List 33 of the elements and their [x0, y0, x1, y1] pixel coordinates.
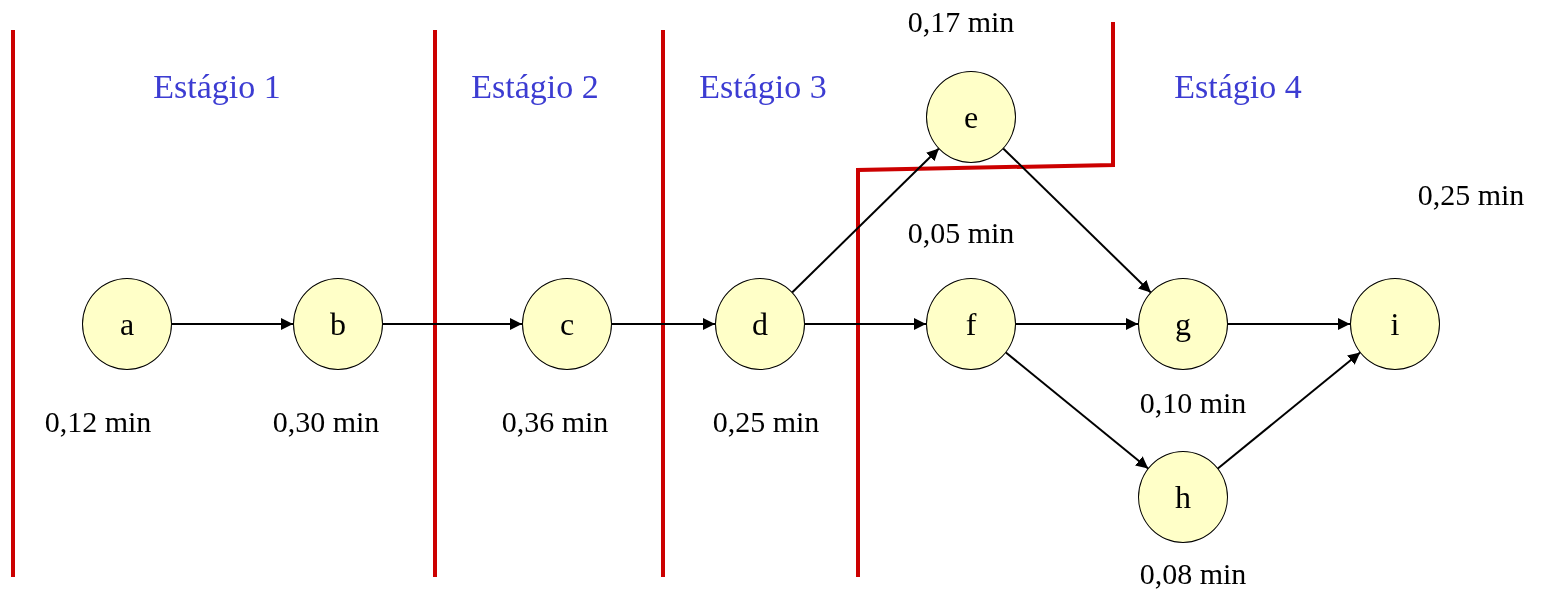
stage-label: Estágio 1: [153, 70, 281, 104]
duration-label: 0,25 min: [1417, 180, 1525, 210]
stage-label: Estágio 2: [471, 70, 599, 104]
arrow: [1004, 351, 1150, 470]
node-label: d: [752, 308, 768, 340]
arrow: [1002, 147, 1152, 294]
node-label: a: [119, 308, 135, 340]
arrow: [1227, 318, 1351, 330]
arrow: [382, 318, 523, 330]
duration-label: 0,08 min: [1139, 559, 1247, 589]
duration-label: 0,25 min: [712, 407, 820, 437]
duration-label: 0,05 min: [907, 218, 1015, 248]
process-circle: [926, 71, 1016, 163]
node-label: g: [1175, 308, 1191, 340]
duration-label: 0,12 min: [44, 407, 152, 437]
arrow: [611, 318, 716, 330]
duration-label: 0,30 min: [272, 407, 380, 437]
arrow: [1216, 351, 1362, 470]
node-label: i: [1390, 308, 1400, 340]
duration-label: 0,10 min: [1139, 388, 1247, 418]
arrow: [804, 318, 927, 330]
arrow: [1015, 318, 1139, 330]
duration-label: 0,36 min: [501, 407, 609, 437]
duration-label: 0,17 min: [907, 7, 1015, 37]
stage-label: Estágio 3: [699, 70, 827, 104]
arrow: [171, 318, 294, 330]
node-label: c: [559, 308, 575, 340]
node-label: f: [965, 308, 977, 340]
stage-label: Estágio 4: [1174, 70, 1302, 104]
node-label: h: [1175, 481, 1191, 513]
arrow: [791, 147, 940, 294]
node-label: b: [330, 308, 346, 340]
node-label: e: [963, 101, 979, 133]
